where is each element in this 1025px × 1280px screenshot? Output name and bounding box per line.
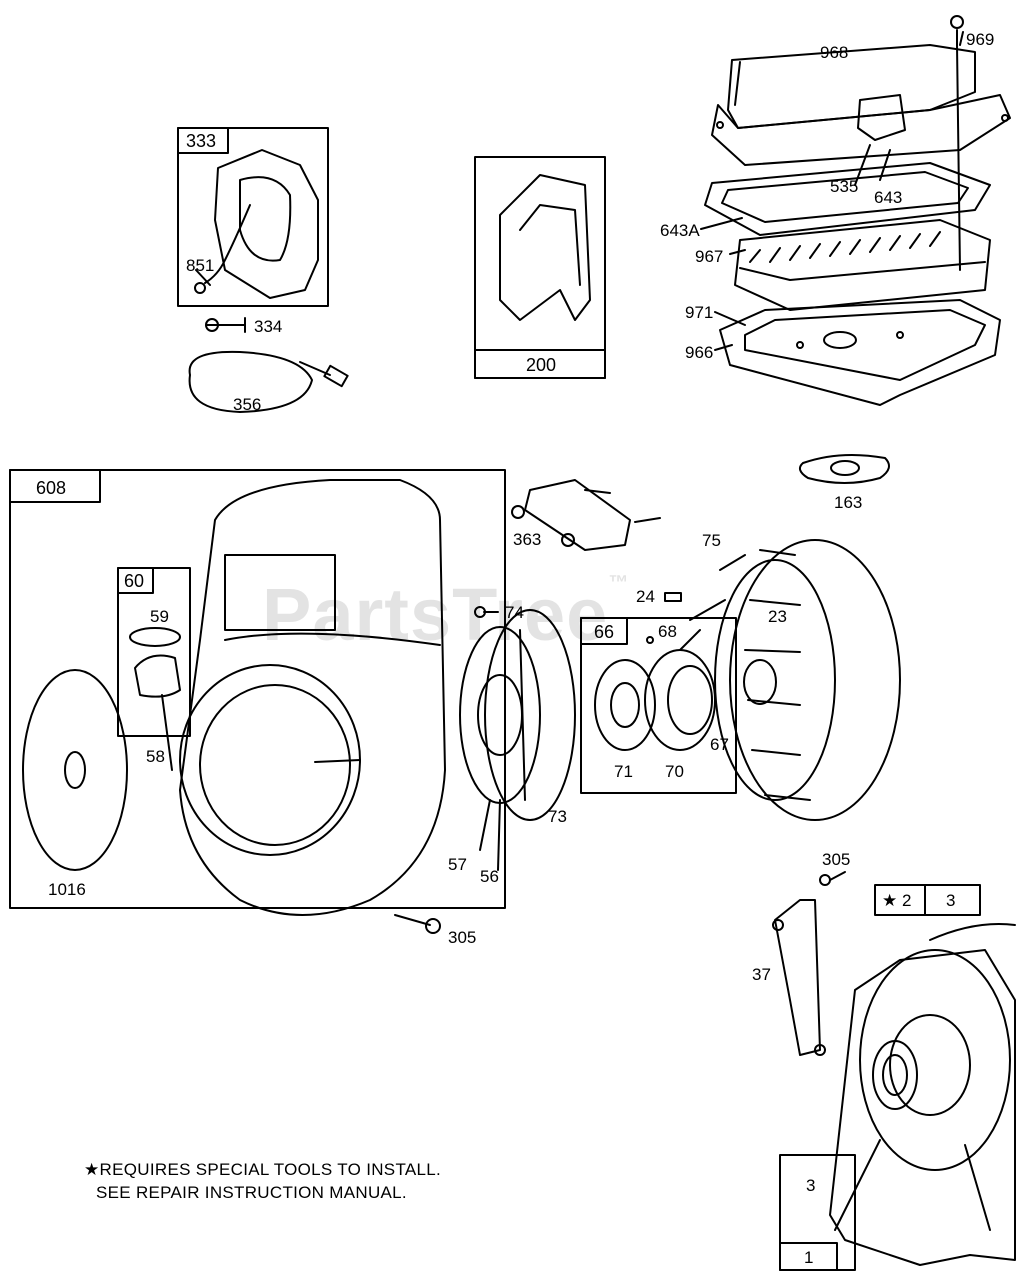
starter-clutch-66 [594,636,716,751]
key-24 [664,592,682,602]
label-966: 966 [685,343,713,362]
label-74: 74 [505,603,524,622]
label-1016: 1016 [48,880,86,899]
gasket-163 [798,453,890,484]
armature-333 [194,149,319,299]
screw-305b [819,871,846,886]
label-57: 57 [448,855,467,874]
box-1 [779,1242,838,1271]
screw-74 [474,606,499,618]
label-971: 971 [685,303,713,322]
label-70: 70 [665,762,684,781]
box-label-60: 60 [124,571,144,591]
footnote: ★REQUIRES SPECIAL TOOLS TO INSTALL. SEE … [84,1158,441,1204]
label-163: 163 [834,493,862,512]
gasket-643a [704,162,991,236]
box-label-1: 1 [804,1248,813,1267]
footnote-line-2: SEE REPAIR INSTRUCTION MANUAL. [96,1183,407,1202]
rope-57-56 [479,799,501,871]
label-3: 3 [806,1176,815,1195]
handle-58-59 [129,627,181,771]
label-58: 58 [146,747,165,766]
label-24: 24 [636,587,655,606]
label-56: 56 [480,867,499,886]
crankcase-cover [829,923,1016,1266]
label-356: 356 [233,395,261,414]
shield-200 [499,174,591,321]
box-333 [177,127,329,307]
filter-element-967 [734,219,991,311]
label-535: 535 [830,177,858,196]
flywheel-23 [679,539,901,821]
box-label-608: 608 [36,478,66,498]
label-305a: 305 [448,928,476,947]
ground-wire-356 [188,350,349,413]
air-cleaner-cover-968 [711,44,1011,166]
base-966 [719,299,1001,406]
label-851: 851 [186,256,214,275]
label-363: 363 [513,530,541,549]
box-label-66: 66 [594,622,614,642]
part-labels: 968 969 535 643 643A 967 971 966 163 851… [36,30,994,1267]
bracket-363 [511,479,661,551]
label-37: 37 [752,965,771,984]
label-643a: 643A [660,221,700,240]
label-305b: 305 [822,850,850,869]
label-67: 67 [710,735,729,754]
footnote-line-1: ★REQUIRES SPECIAL TOOLS TO INSTALL. [84,1160,442,1179]
box-label-333: 333 [186,131,216,151]
watermark: PartsTree™ [262,572,630,656]
label-968: 968 [820,43,848,62]
label-643: 643 [874,188,902,207]
screen-1016 [22,669,128,871]
box-seal-3 [924,884,981,916]
screw-969 [950,15,964,271]
label-75: 75 [702,531,721,550]
label-967: 967 [695,247,723,266]
bracket-37 [772,899,826,1056]
label-73: 73 [548,807,567,826]
label-68: 68 [658,622,677,641]
box-label-200: 200 [526,355,556,375]
label-71: 71 [614,762,633,781]
blower-housing-608 [179,479,446,916]
label-969: 969 [966,30,994,49]
label-23: 23 [768,607,787,626]
label-59: 59 [150,607,169,626]
screw-334 [205,317,246,333]
label-334: 334 [254,317,282,336]
box-label-seal-2: ★ 2 [882,891,911,910]
screw-305a [394,914,441,934]
box-label-seal-3: 3 [946,891,955,910]
box-66 [580,617,737,794]
